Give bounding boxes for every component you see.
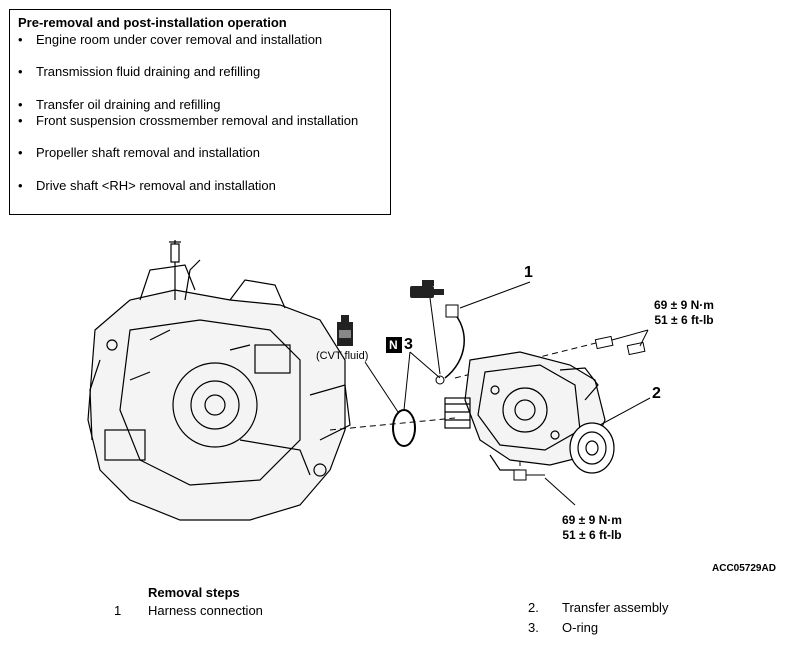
leader-lines [364,281,651,506]
callout-2: 2 [652,385,661,402]
fluid-can-icon [337,315,353,346]
step-number: 2. [528,600,539,615]
operation-item: •Drive shaft <RH> removal and installati… [18,178,276,193]
n-badge: N [389,338,398,352]
step-text: Harness connection [148,603,263,618]
step-text: Transfer assembly [562,600,669,615]
callout-3: 3 [404,336,413,353]
o-ring [392,409,416,447]
operation-item: •Propeller shaft removal and installatio… [18,145,261,160]
step-number: 1 [114,603,122,618]
removal-steps-heading: Removal steps [148,585,240,600]
torque-spec-bottom: 69 ± 9 N·m 51 ± 6 ft-lb [562,513,622,542]
operation-item: •Front suspension crossmember removal an… [18,113,359,128]
pre-removal-box: Pre-removal and post-installation operat… [9,9,391,215]
operation-item: •Transfer oil draining and refilling [18,97,221,112]
step-number: 3. [528,620,539,635]
callout-1: 1 [524,264,533,281]
step-text: O-ring [562,620,599,635]
bolts [513,335,646,481]
harness-connector [444,311,465,379]
pre-removal-title: Pre-removal and post-installation operat… [18,15,287,30]
transfer-assembly-drawing [444,351,615,474]
grease-gun-icon [410,280,444,298]
operation-item: •Engine room under cover removal and ins… [18,32,323,47]
cvt-fluid-label: (CVT fluid) [316,350,369,362]
n-badge-box [386,337,402,353]
transmission-drawing [87,240,351,521]
figure-code: ACC05729AD [712,563,776,574]
operation-item: •Transmission fluid draining and refilli… [18,64,261,79]
torque-spec-top: 69 ± 9 N·m 51 ± 6 ft-lb [654,298,714,327]
